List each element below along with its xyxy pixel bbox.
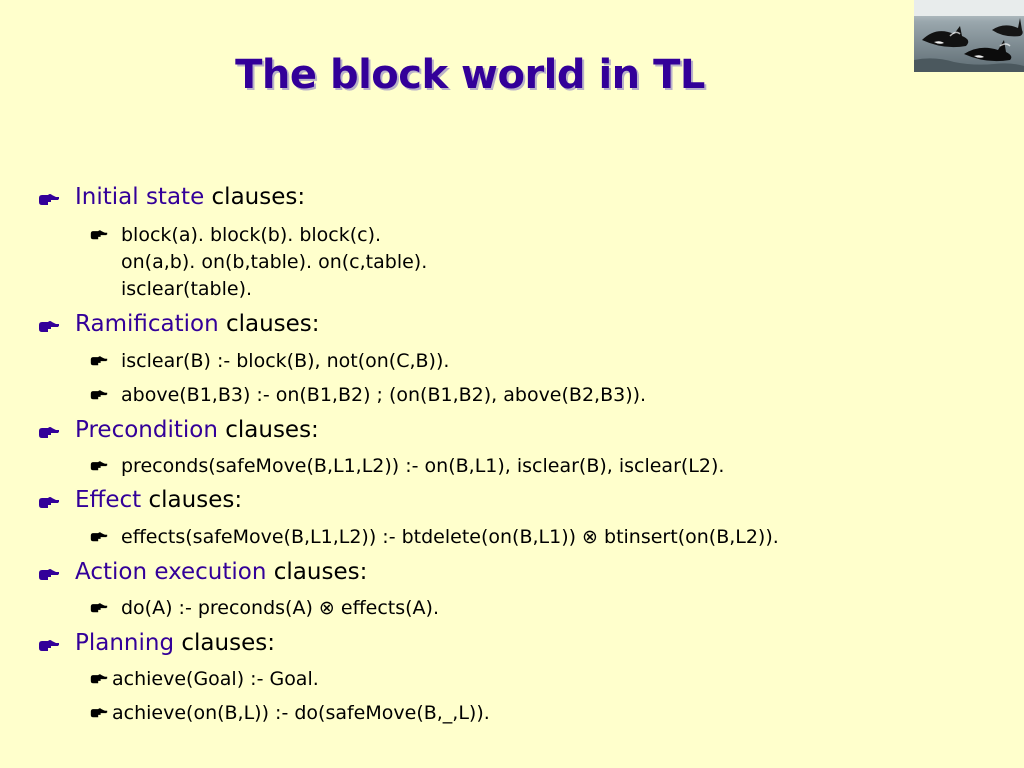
pointing-hand-icon: [90, 386, 108, 400]
pointing-hand-icon: [90, 352, 108, 366]
keyword: Ramification: [75, 311, 219, 337]
code-line: achieve(Goal) :- Goal.: [112, 668, 319, 690]
keyword: Action execution: [75, 559, 267, 585]
pointing-hand-icon: [38, 492, 60, 508]
bullet-rest: clauses:: [174, 630, 275, 656]
code-line: preconds(safeMove(B,L1,L2)) :- on(B,L1),…: [121, 455, 725, 477]
code-line: achieve(on(B,L)) :- do(safeMove(B,_,L)).: [112, 702, 490, 724]
orca-whales-photo: [914, 0, 1024, 72]
pointing-hand-icon: [90, 704, 108, 718]
bullet-rest: clauses:: [217, 417, 319, 443]
bullet-rest: clauses:: [141, 487, 243, 513]
code-line: on(a,b). on(b,table). on(c,table).: [121, 251, 428, 273]
keyword: Precondition: [75, 417, 218, 443]
keyword: Effect: [75, 487, 142, 513]
bullet-rest: clauses:: [218, 311, 320, 337]
code-line: isclear(B) :- block(B), not(on(C,B)).: [121, 350, 450, 372]
pointing-hand-icon: [38, 316, 60, 332]
pointing-hand-icon: [90, 528, 108, 542]
bullet-rest: clauses:: [266, 559, 368, 585]
bullet-rest: clauses:: [204, 184, 306, 210]
keyword: Initial state: [75, 184, 205, 210]
slide-title: The block world in TL: [235, 52, 705, 98]
keyword: Planning: [75, 630, 175, 656]
code-line: block(a). block(b). block(c).: [121, 224, 382, 246]
pointing-hand-icon: [90, 457, 108, 471]
pointing-hand-icon: [90, 599, 108, 613]
code-line: do(A) :- preconds(A) ⊗ effects(A).: [121, 597, 440, 619]
code-line: isclear(table).: [121, 278, 253, 300]
pointing-hand-icon: [38, 635, 60, 651]
pointing-hand-icon: [90, 226, 108, 240]
pointing-hand-icon: [90, 670, 108, 684]
pointing-hand-icon: [38, 422, 60, 438]
pointing-hand-icon: [38, 564, 60, 580]
pointing-hand-icon: [38, 189, 60, 205]
code-line: above(B1,B3) :- on(B1,B2) ; (on(B1,B2), …: [121, 384, 647, 406]
code-line: effects(safeMove(B,L1,L2)) :- btdelete(o…: [121, 526, 779, 548]
